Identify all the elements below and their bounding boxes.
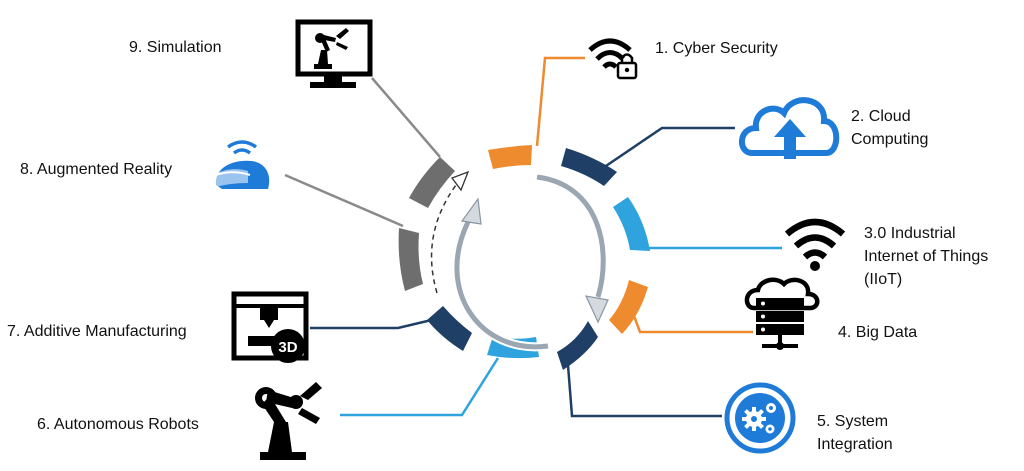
monitor-robot-icon <box>295 19 373 88</box>
label-additive-manufacturing: 7. Additive Manufacturing <box>7 323 187 340</box>
segment-big-data <box>609 280 648 334</box>
3d-printer-icon: 3D <box>231 291 309 363</box>
label-simulation: 9. Simulation <box>129 39 222 56</box>
ring-segments <box>398 145 650 370</box>
label-autonomous-robots: 6. Autonomous Robots <box>37 416 199 433</box>
printer-3d-badge: 3D <box>278 339 297 356</box>
label-system-integration: 5. System Integration <box>817 413 893 453</box>
cloud-upload-icon <box>739 97 840 159</box>
connector-cyber-security <box>535 56 585 147</box>
label-cyber-security: 1. Cyber Security <box>655 40 778 57</box>
cloud-server-icon <box>744 277 820 350</box>
inner-arrows <box>452 172 609 352</box>
connector-simulation <box>371 77 441 158</box>
label-big-data: 4. Big Data <box>838 324 918 341</box>
segment-cyber-security <box>488 145 532 169</box>
connectors <box>284 56 782 418</box>
gears-icon <box>724 382 796 454</box>
connector-cloud <box>596 126 735 174</box>
connector-robots <box>340 357 500 417</box>
segment-iiot <box>613 197 650 251</box>
vr-headset-icon <box>210 140 270 189</box>
connector-additive <box>310 316 441 330</box>
wifi-lock-icon <box>588 38 638 80</box>
segment-system <box>557 321 598 370</box>
connector-system <box>566 364 722 418</box>
segment-simulation <box>409 157 455 208</box>
wifi-icon <box>784 218 846 271</box>
label-cloud-computing: 2. Cloud Computing <box>851 108 929 148</box>
connector-ar <box>284 173 404 228</box>
segment-ar <box>398 228 423 291</box>
label-iiot: 3.0 Industrial Internet of Things (IIoT) <box>864 225 989 288</box>
connector-big-data <box>632 315 753 334</box>
segment-cloud <box>561 148 617 186</box>
robot-arm-icon <box>255 382 322 460</box>
dashed-arrow <box>430 170 470 294</box>
label-augmented-reality: 8. Augmented Reality <box>20 161 173 178</box>
